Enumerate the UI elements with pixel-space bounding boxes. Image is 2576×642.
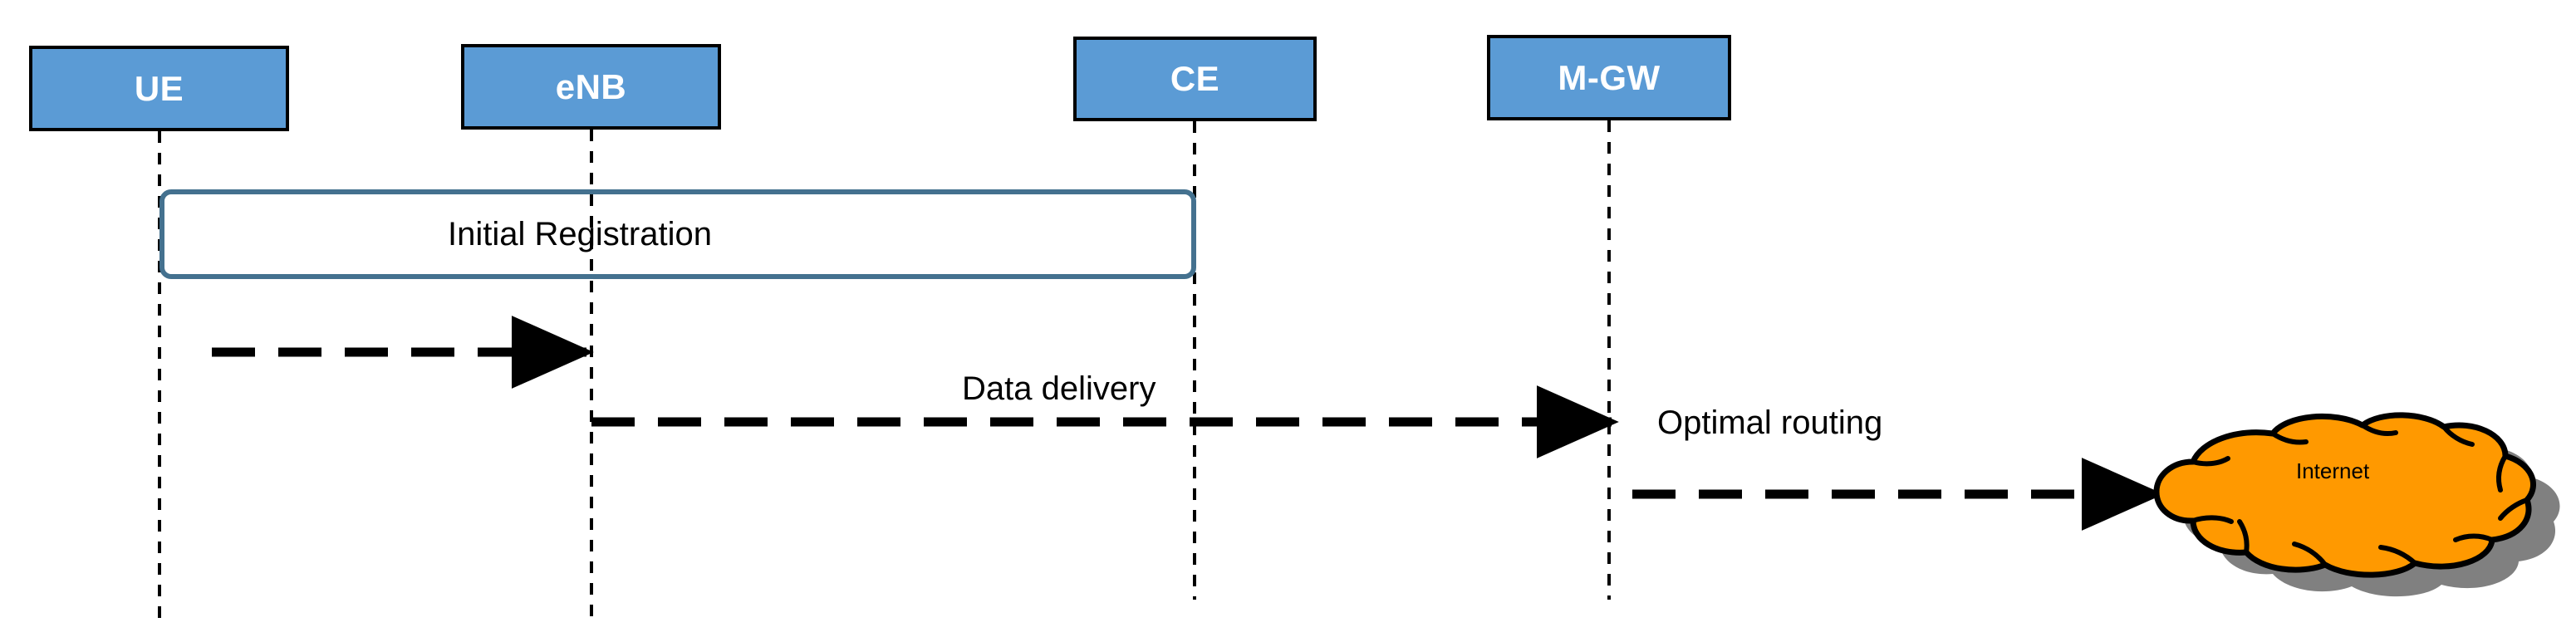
node-box-ce[interactable]: CE (1073, 37, 1317, 121)
message-label-optimal-routing: Optimal routing (1657, 404, 1883, 441)
messages-group (212, 316, 2164, 531)
node-label-mgw: M-GW (1558, 57, 1661, 97)
node-box-ue[interactable]: UE (29, 46, 289, 131)
internet-cloud-shape[interactable] (2153, 412, 2560, 597)
node-box-enb[interactable]: eNB (461, 44, 721, 130)
message-label-data-delivery: Data delivery (962, 370, 1156, 407)
node-label-ue: UE (134, 68, 184, 108)
fragment-box-initial-registration[interactable]: Initial Registration (159, 189, 1196, 279)
cloud-label-internet: Internet (2296, 458, 2370, 483)
node-label-ce: CE (1170, 59, 1220, 98)
fragment-label-initial-registration: Initial Registration (448, 215, 712, 252)
node-box-mgw[interactable]: M-GW (1487, 35, 1731, 120)
node-label-enb: eNB (555, 66, 627, 106)
